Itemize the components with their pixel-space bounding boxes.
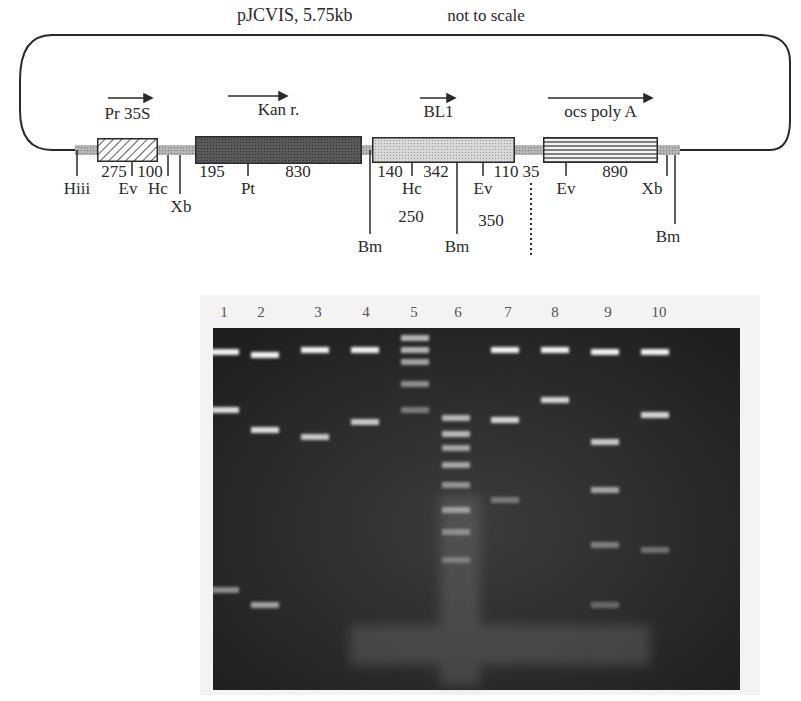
map-label: not to scale: [447, 7, 524, 25]
feature-outline: [98, 139, 158, 162]
gel-band: [401, 407, 429, 413]
gel-band: [591, 487, 619, 493]
gel-band: [301, 347, 329, 353]
lane-number: 7: [504, 303, 512, 321]
gel-band: [251, 352, 279, 358]
feature-label: BL1: [423, 103, 453, 121]
map-label: 250: [398, 208, 424, 226]
gel-band: [442, 529, 470, 535]
map-label: 830: [285, 163, 311, 181]
gel-band: [541, 397, 569, 403]
feature-shape: [543, 137, 658, 163]
feature-label: ocs poly A: [564, 103, 637, 121]
lane-number: 5: [410, 303, 418, 321]
gel-band: [442, 507, 470, 513]
map-label: Hc: [148, 180, 168, 198]
map-label: 100: [137, 163, 163, 181]
gel-band: [591, 349, 619, 355]
gel-band: [442, 445, 470, 451]
lane-number: 6: [454, 303, 462, 321]
map-label: 35: [523, 163, 540, 181]
gel-band: [491, 347, 519, 353]
map-label: Hiii: [64, 180, 90, 198]
map-label: 350: [478, 212, 504, 230]
map-label: Pt: [241, 180, 255, 198]
feature-shape: [97, 138, 158, 162]
feature-label: Kan r.: [258, 101, 300, 119]
gel-band: [401, 381, 429, 387]
gel-band: [491, 417, 519, 423]
lane-number: 8: [551, 303, 559, 321]
feature-outline: [196, 137, 362, 164]
feature-box: BL1: [372, 137, 515, 163]
lane-number: 4: [362, 303, 370, 321]
gel-band: [442, 431, 470, 437]
feature-shape: [372, 137, 515, 163]
gel-band: [401, 359, 429, 365]
map-label: Bm: [656, 228, 681, 246]
map-label: 195: [199, 163, 225, 181]
gel-band: [491, 497, 519, 503]
map-label: Xb: [642, 180, 663, 198]
gel-band: [591, 542, 619, 548]
map-label: 110: [494, 163, 519, 181]
gel-band: [641, 349, 669, 355]
gel-band: [351, 419, 379, 425]
gel-band: [211, 407, 239, 413]
map-title: pJCVIS, 5.75kb: [237, 6, 353, 24]
feature-shape: [195, 136, 362, 164]
map-label: 140: [377, 163, 403, 181]
map-label: Ev: [474, 180, 493, 198]
map-label: Hc: [402, 180, 422, 198]
gel-band: [442, 415, 470, 421]
gel-band: [442, 482, 470, 488]
gel-band: [301, 434, 329, 440]
gel-band: [442, 462, 470, 468]
gel-band: [591, 439, 619, 445]
map-label: 342: [423, 163, 449, 181]
gel-band: [401, 347, 429, 353]
feature-box: ocs poly A: [543, 137, 658, 163]
map-label: Ev: [557, 180, 576, 198]
map-label: Bm: [445, 238, 470, 256]
map-label: Ev: [119, 180, 138, 198]
feature-label: Pr 35S: [105, 105, 151, 123]
gel-band: [251, 602, 279, 608]
gel-band: [401, 335, 429, 341]
lane-number: 1: [220, 303, 228, 321]
lane-number: 9: [604, 303, 612, 321]
map-label: 275: [101, 163, 127, 181]
feature-box: Kan r.: [195, 136, 362, 164]
feature-box: Pr 35S: [97, 138, 158, 162]
feature-outline: [544, 138, 658, 163]
gel-band: [251, 427, 279, 433]
gel-band: [641, 547, 669, 553]
lane-number: 2: [257, 303, 265, 321]
gel-band: [541, 347, 569, 353]
gel-band: [641, 412, 669, 418]
gel-band: [591, 602, 619, 608]
gel-band: [442, 557, 470, 563]
gel-band: [211, 587, 239, 593]
map-label: Xb: [171, 198, 192, 216]
gel-band: [211, 349, 239, 355]
gel-band: [351, 347, 379, 353]
map-label: 890: [602, 163, 628, 181]
feature-outline: [373, 138, 515, 163]
map-label: Bm: [358, 238, 383, 256]
lane-number: 3: [314, 303, 322, 321]
lane-number: 10: [652, 303, 667, 321]
